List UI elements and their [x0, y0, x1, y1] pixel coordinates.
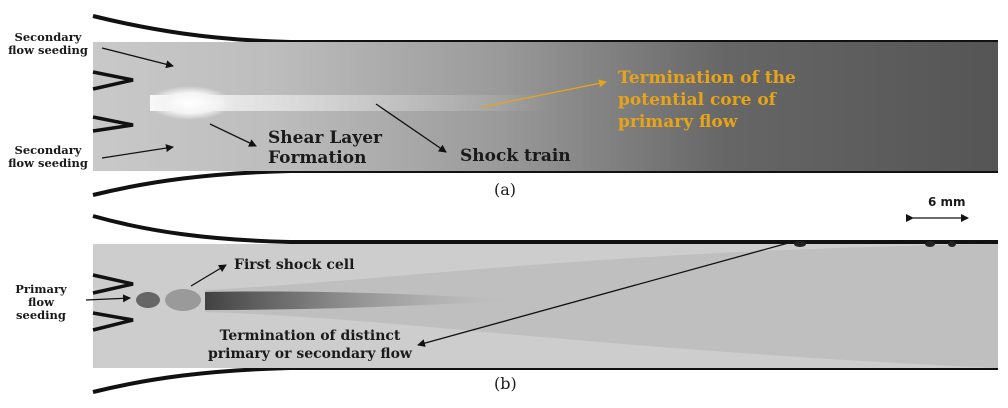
panel-a-core-streak [150, 95, 550, 111]
panel-a [92, 14, 998, 197]
arrow-primary-seeding [85, 294, 131, 303]
panel-b-jet-plume [205, 244, 998, 368]
panel-b-outer-wall-top [92, 214, 998, 244]
caption-b: (b) [494, 374, 517, 393]
label-secondary-seeding-bottom: Secondary flow seeding [8, 143, 88, 170]
label-potential-core: Termination of the potential core of pri… [618, 68, 796, 132]
label-termination-distinct: Termination of distinct primary or secon… [208, 328, 412, 362]
arrow-shock-train [375, 103, 447, 153]
panel-a-nozzle-bottom [92, 115, 134, 133]
arrow-secondary-seeding-bottom [101, 144, 174, 159]
panel-b-wall-deposits [794, 241, 956, 247]
panel-a-bright-core [148, 86, 232, 120]
label-first-shock-cell: First shock cell [234, 257, 355, 273]
panel-b-jet-core [205, 291, 520, 310]
panel-b-shock-cell [165, 289, 201, 311]
label-primary-seeding: Primary flow seeding [15, 282, 67, 322]
arrow-secondary-seeding-top [101, 47, 174, 69]
scale-bar-label: 6 mm [928, 195, 966, 209]
panel-b-throat [136, 292, 160, 308]
panel-a-outer-wall-top [92, 14, 998, 44]
arrow-shear-layer [209, 123, 257, 147]
panel-b-nozzle-bottom [92, 311, 134, 332]
panel-b-nozzle-top [92, 273, 134, 295]
panel-a-nozzle-top [92, 70, 134, 91]
panel-a-outer-wall-bottom [92, 169, 998, 197]
arrow-first-shock-cell [190, 264, 227, 287]
panel-b-outer-wall-bottom [92, 366, 998, 394]
label-shear-layer: Shear Layer Formation [268, 128, 382, 168]
arrow-termination-distinct [417, 241, 793, 347]
annotation-arrows [85, 47, 969, 347]
arrow-potential-core [481, 79, 607, 108]
caption-a: (a) [494, 180, 517, 199]
label-shock-train: Shock train [460, 146, 571, 166]
panel-b [92, 214, 998, 394]
label-secondary-seeding-top: Secondary flow seeding [8, 30, 88, 57]
